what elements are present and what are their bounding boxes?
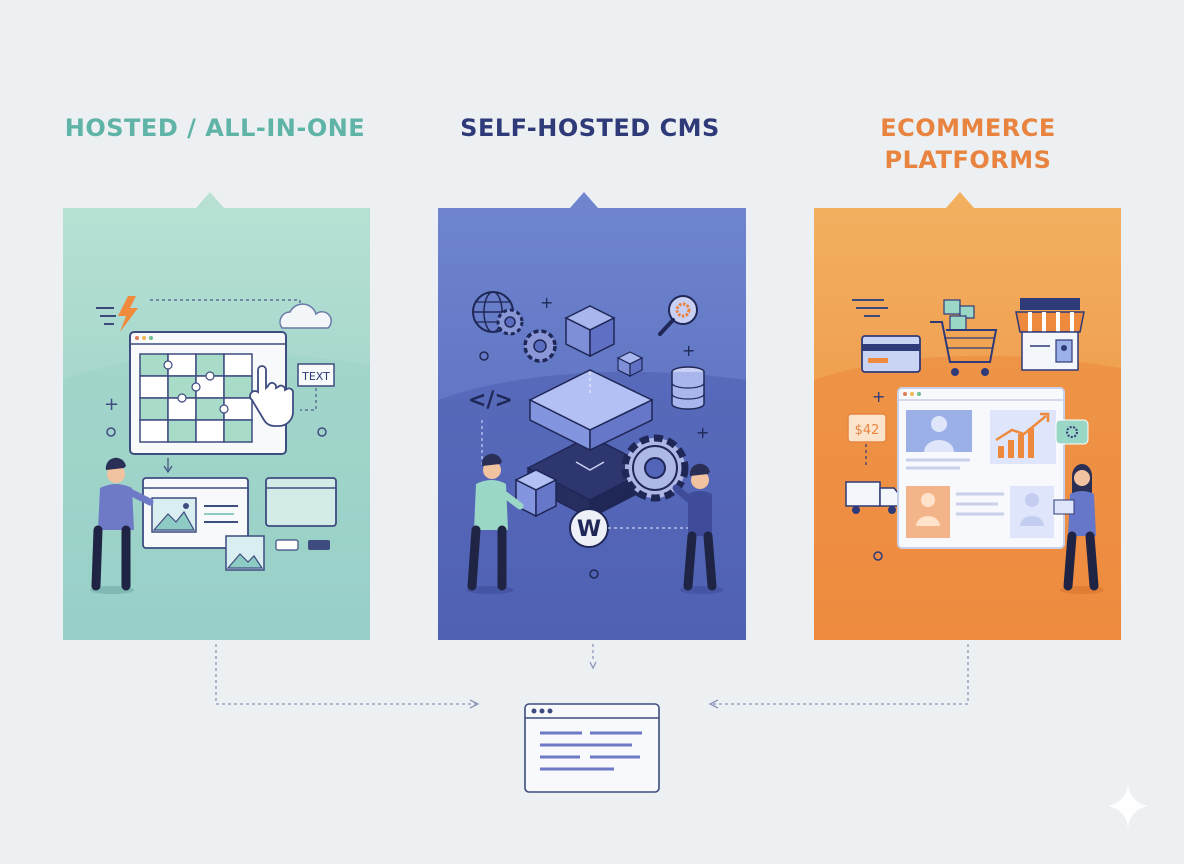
lightning-icon	[96, 296, 138, 332]
large-gear-icon	[621, 434, 689, 502]
gear-icon	[496, 308, 557, 363]
tiny-cube	[616, 351, 644, 377]
wordpress-logo-icon: W	[569, 508, 609, 548]
small-window	[265, 477, 337, 527]
held-cube	[514, 469, 558, 518]
hosted-heading: HOSTED / ALL-IN-ONE	[60, 112, 370, 144]
hosted-heading-line: HOSTED / ALL-IN-ONE	[64, 114, 366, 142]
server-platform-stack	[526, 369, 654, 520]
svg-text:+: +	[872, 387, 885, 406]
cloud-icon	[279, 303, 332, 329]
ecommerce-heading-line-1: ECOMMERCE	[880, 114, 1056, 142]
wordpress-mark: W	[577, 517, 601, 542]
person-engineer	[672, 463, 724, 594]
svg-text:+: +	[682, 341, 695, 360]
delivery-truck-icon	[845, 481, 903, 514]
self-hosted-panel: + </> +	[438, 192, 746, 640]
svg-text:+: +	[696, 423, 709, 442]
online-store-window	[897, 387, 1065, 549]
price-tag: $42	[847, 413, 887, 443]
database-icon	[671, 366, 705, 410]
image-card	[142, 477, 249, 549]
storefront-icon	[1015, 298, 1085, 371]
support-chat-icon	[1055, 419, 1089, 445]
search-gear-icon	[658, 295, 698, 336]
person-builder	[90, 457, 154, 594]
small-cube	[564, 305, 616, 358]
sparkle-icon	[1108, 784, 1148, 828]
shopping-cart-icon	[930, 299, 998, 376]
price-label: $42	[855, 423, 880, 438]
self-hosted-heading-line: SELF-HOSTED CMS	[460, 114, 720, 142]
credit-card-icon	[861, 335, 921, 373]
code-icon: </>	[468, 388, 513, 413]
svg-text:+: +	[540, 293, 553, 312]
text-box: TEXT	[297, 363, 335, 387]
website-output-window	[524, 703, 660, 793]
svg-text:+: +	[104, 394, 119, 415]
photo-thumbnail	[225, 535, 265, 571]
text-box-label: TEXT	[301, 370, 330, 383]
growth-chart-icon	[995, 412, 1050, 458]
ecommerce-panel: + $42	[814, 192, 1121, 640]
connector-lines	[215, 644, 969, 705]
ecommerce-heading-line-2: PLATFORMS	[884, 146, 1052, 174]
person-developer	[466, 453, 524, 594]
ecommerce-heading: ECOMMERCE PLATFORMS	[808, 112, 1128, 176]
puzzle-builder-window	[129, 331, 287, 455]
hosted-panel: TEXT +	[63, 192, 370, 640]
hand-cursor-icon	[249, 365, 294, 427]
self-hosted-heading: SELF-HOSTED CMS	[430, 112, 750, 144]
person-shopper	[1053, 464, 1104, 594]
